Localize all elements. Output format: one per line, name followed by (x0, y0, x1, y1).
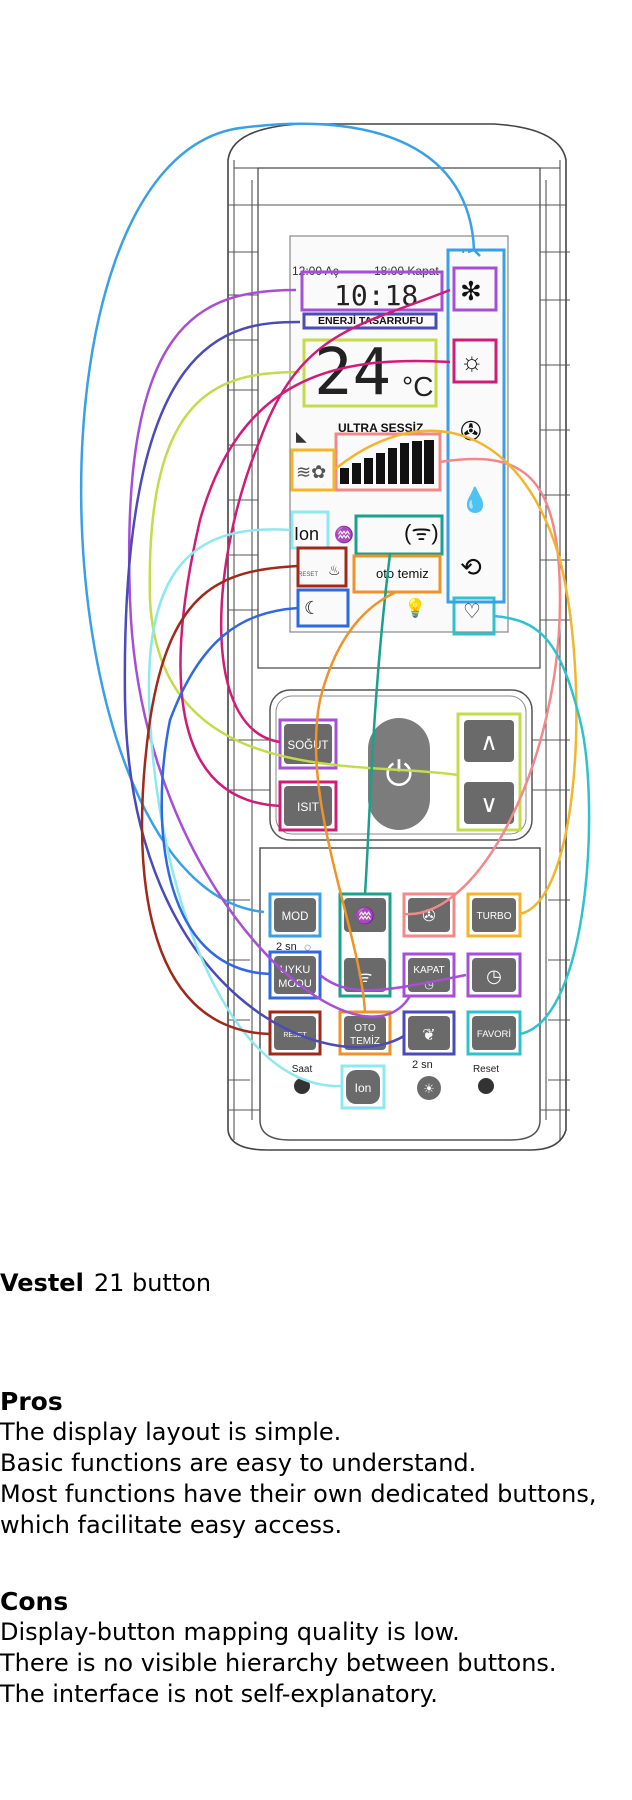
auto-clean-label-2: TEMİZ (350, 1034, 380, 1047)
timer-button[interactable] (472, 958, 516, 992)
clock-icon: ◷ (424, 979, 434, 991)
cons-section: Cons Display-button mapping quality is l… (0, 1586, 632, 1710)
pros-title: Pros (0, 1387, 63, 1416)
display-highlights (290, 248, 506, 636)
mapping-curves (80, 122, 591, 1088)
sleep-button-label-1: UYKU (280, 964, 311, 976)
timer-icon: ◷ (486, 966, 502, 986)
clock-label: Saat (292, 1064, 313, 1075)
pros-section: Pros The display layout is simple. Basic… (0, 1386, 632, 1541)
brand-name: Vestel (0, 1269, 84, 1297)
ion-button-label: Ion (355, 1081, 372, 1095)
swing-button[interactable] (344, 898, 386, 932)
reset-small-button[interactable] (478, 1078, 494, 1094)
mode-button[interactable] (274, 898, 316, 932)
swing-icon: ♒ (334, 525, 354, 544)
sun-icon: ☼ (460, 346, 484, 376)
quiet-icon: ◌ (304, 940, 311, 954)
chevron-up-icon: ∧ (480, 729, 498, 756)
temperature-unit: °C (402, 371, 433, 402)
reset-button-label: RESET (283, 1032, 307, 1039)
filter-icon: ♨ (328, 562, 341, 578)
power-button[interactable] (368, 718, 430, 830)
leaf-icon: ❦ (422, 1027, 435, 1044)
chevron-down-icon: ∨ (480, 791, 498, 818)
remote-grid-lines (228, 204, 570, 1111)
pros-item: The display layout is simple. (0, 1418, 342, 1446)
cons-item: There is no visible hierarchy between bu… (0, 1649, 557, 1677)
auto-cycle-icon: ⟲ (460, 552, 482, 582)
caption: Vestel 21 button (0, 1268, 632, 1298)
remote-control-diagram: 12:00 Aç 18:00 Kapat 10:18 ENERJİ TASARR… (80, 122, 591, 1151)
power-icon: ⏻ (386, 755, 413, 793)
two-sec-label: 2 sn (276, 941, 297, 953)
temp-up-button[interactable] (464, 720, 514, 762)
light-bulb-icon: 💡 (404, 597, 426, 618)
light-bulb-icon: ☀ (423, 1081, 435, 1096)
cool-button[interactable] (284, 724, 332, 764)
reset-indicator: RESET (298, 572, 318, 578)
cons-item: The interface is not self-explanatory. (0, 1680, 438, 1708)
remote-body (227, 123, 567, 1151)
cool-button-label: SOĞUT (288, 739, 329, 752)
favorite-button-label: FAVORİ (477, 1029, 511, 1040)
fan-speed-bars (340, 440, 434, 484)
heart-icon: ♡ (463, 601, 481, 623)
pros-item: Basic functions are easy to understand. (0, 1449, 477, 1477)
ultra-quiet-label: ULTRA SESSİZ (338, 420, 423, 435)
pros-item: Most functions have their own dedicated … (0, 1480, 597, 1539)
auto-clean-label-1: OTO (354, 1023, 376, 1034)
wifi-icon: (ᯤ) (404, 520, 439, 545)
favorite-button[interactable] (472, 1016, 516, 1050)
quiet-mode-icon: ◣ (296, 428, 307, 444)
temp-down-button[interactable] (464, 782, 514, 824)
lower-button-panel: MOD ♒ ✇ TURBO 2 sn ◌ UYKU MODU ᯤ KAPAT ◷… (259, 847, 541, 1141)
ion-indicator: Ion (294, 524, 319, 544)
sleep-icon: ☾ (304, 598, 320, 618)
heat-button-label: ISIT (297, 800, 320, 814)
turbo-button-label: TURBO (477, 911, 512, 922)
eco-button[interactable] (408, 1016, 450, 1050)
cons-title: Cons (0, 1587, 69, 1616)
drops-icon: 💧 (460, 486, 490, 514)
sleep-mode-button[interactable] (274, 956, 316, 994)
swing-icon: ♒ (355, 906, 375, 925)
clock-small-button[interactable] (294, 1078, 310, 1094)
off-timer-label: KAPAT (413, 965, 444, 976)
auto-clean-button[interactable] (344, 1016, 386, 1050)
auto-clean-indicator: oto temiz (376, 566, 429, 581)
sleep-button-label-2: MODU (278, 978, 312, 990)
turbo-button[interactable] (472, 898, 516, 932)
reset-small-label: Reset (473, 1064, 499, 1075)
ion-button[interactable] (346, 1070, 380, 1104)
snowflake-icon: ✻ (460, 276, 482, 306)
cons-item: Display-button mapping quality is low. (0, 1618, 460, 1646)
button-count: 21 button (93, 1269, 212, 1297)
wifi-button[interactable] (344, 958, 386, 992)
fan-icon: ✇ (460, 416, 482, 446)
light-label: 2 sn (412, 1059, 433, 1071)
fan-speed-icon: ≋✿ (296, 462, 326, 482)
mode-button-label: MOD (282, 911, 309, 923)
light-button[interactable] (417, 1076, 441, 1100)
